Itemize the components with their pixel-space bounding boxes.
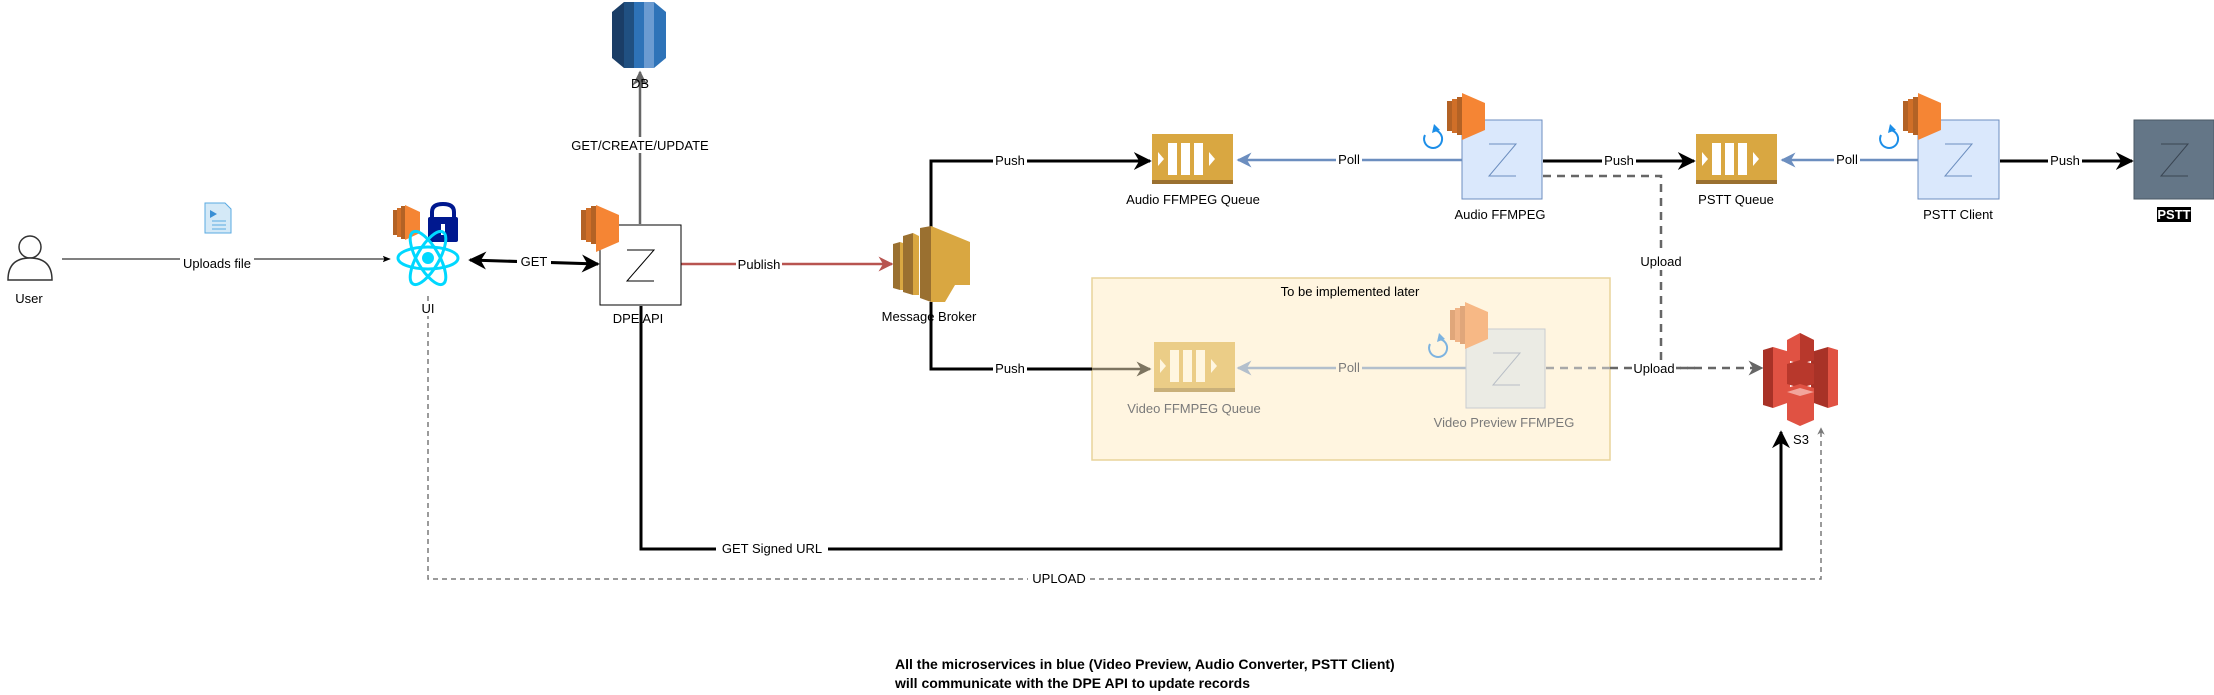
sqs-queue-icon [1154, 342, 1235, 392]
node-message-broker[interactable]: Message Broker [882, 226, 977, 324]
zeit-z-icon [1487, 143, 1518, 177]
zeit-z-icon [625, 249, 656, 282]
edge-label-push-audio: Push [995, 153, 1025, 168]
edge-poll-audio[interactable]: Poll [1236, 152, 1462, 168]
edge-uploads-file[interactable]: Uploads file [62, 253, 391, 271]
edge-push-video-queue[interactable]: Push [929, 302, 1152, 377]
s3-bucket-icon [1763, 333, 1838, 426]
edge-label-poll-pstt: Poll [1836, 152, 1858, 167]
node-audio-queue[interactable]: Audio FFMPEG Queue [1126, 134, 1260, 207]
edge-get-signed-url[interactable]: GET Signed URL [639, 306, 1790, 556]
footnote-line-1: All the microservices in blue (Video Pre… [895, 656, 1395, 672]
edge-label-push-video: Push [995, 361, 1025, 376]
video-preview-label: Video Preview FFMPEG [1434, 415, 1575, 430]
node-pstt-queue[interactable]: PSTT Queue [1696, 134, 1777, 207]
edge-label-uploads-file: Uploads file [183, 256, 251, 271]
future-group-label: To be implemented later [1281, 284, 1420, 299]
pstt-queue-label: PSTT Queue [1698, 192, 1774, 207]
ec2-icon [393, 205, 420, 240]
footnote: All the microservices in blue (Video Pre… [894, 656, 1395, 691]
edge-push-pstt[interactable]: Push [2000, 152, 2134, 170]
footnote-line-2: will communicate with the DPE API to upd… [894, 675, 1250, 691]
dpe-api-label: DPE API [613, 311, 664, 326]
ec2-icon [1903, 93, 1941, 140]
edge-label-upload-ui: UPLOAD [1032, 571, 1085, 586]
ec2-icon [1450, 302, 1488, 349]
user-icon [7, 235, 53, 281]
lock-icon [428, 201, 458, 242]
pstt-client-label: PSTT Client [1923, 207, 1993, 222]
edge-upload-ui[interactable]: UPLOAD [427, 296, 1825, 586]
zeit-z-icon [1491, 352, 1522, 386]
pstt-label: PSTT [2157, 207, 2190, 222]
edge-upload-video[interactable]: Upload [1546, 360, 1764, 376]
edge-label-get: GET [521, 254, 548, 269]
audio-ffmpeg-label: Audio FFMPEG [1454, 207, 1545, 222]
node-s3[interactable]: S3 [1763, 333, 1838, 447]
ec2-icon [581, 205, 619, 252]
ec2-icon [1447, 93, 1485, 140]
edge-label-get-create-update: GET/CREATE/UPDATE [571, 138, 709, 153]
edge-label-get-signed-url: GET Signed URL [722, 541, 822, 556]
sqs-queue-icon [1152, 134, 1233, 184]
refresh-icon [1423, 124, 1444, 149]
edge-poll-video[interactable]: Poll [1236, 360, 1466, 376]
video-queue-label: Video FFMPEG Queue [1127, 401, 1260, 416]
edge-label-push-pstt-queue: Push [1604, 153, 1634, 168]
audio-queue-label: Audio FFMPEG Queue [1126, 192, 1260, 207]
node-pstt-client[interactable]: PSTT Client [1879, 93, 2000, 222]
zeit-z-icon [2159, 143, 2190, 177]
refresh-icon [1879, 124, 1900, 149]
user-label: User [15, 291, 43, 306]
db-label: DB [631, 76, 649, 91]
node-ui[interactable]: UI [393, 201, 460, 316]
document-icon [204, 202, 232, 234]
rds-database-icon [612, 2, 666, 68]
s3-label: S3 [1793, 432, 1809, 447]
node-audio-ffmpeg[interactable]: Audio FFMPEG [1423, 93, 1546, 222]
node-db[interactable]: DB [612, 2, 666, 91]
edge-push-audio-queue[interactable]: Push [929, 152, 1152, 228]
ui-label: UI [422, 301, 435, 316]
edge-publish[interactable]: Publish [681, 256, 894, 272]
edge-poll-pstt[interactable]: Poll [1780, 152, 1918, 168]
edge-label-poll-audio: Poll [1338, 152, 1360, 167]
edge-label-upload-video: Upload [1633, 361, 1674, 376]
sns-icon [893, 226, 970, 302]
edge-label-push-pstt: Push [2050, 153, 2080, 168]
message-broker-label: Message Broker [882, 309, 977, 324]
node-video-queue[interactable]: Video FFMPEG Queue [1127, 342, 1261, 416]
react-icon [396, 229, 460, 287]
edge-push-pstt-queue[interactable]: Push [1543, 152, 1696, 170]
node-pstt[interactable]: PSTT [2133, 119, 2214, 222]
node-video-preview[interactable]: Video Preview FFMPEG [1428, 302, 1575, 430]
edge-get[interactable]: GET [468, 251, 600, 273]
node-user[interactable]: User [7, 235, 53, 306]
edge-label-poll-video: Poll [1338, 360, 1360, 375]
edge-label-upload-audio: Upload [1640, 254, 1681, 269]
zeit-z-icon [1943, 143, 1974, 177]
node-dpe-api[interactable]: DPE API [581, 205, 682, 326]
edge-get-create-update[interactable]: GET/CREATE/UPDATE [565, 70, 715, 224]
edge-label-publish: Publish [738, 257, 781, 272]
refresh-icon [1428, 333, 1449, 358]
sqs-queue-icon [1696, 134, 1777, 184]
